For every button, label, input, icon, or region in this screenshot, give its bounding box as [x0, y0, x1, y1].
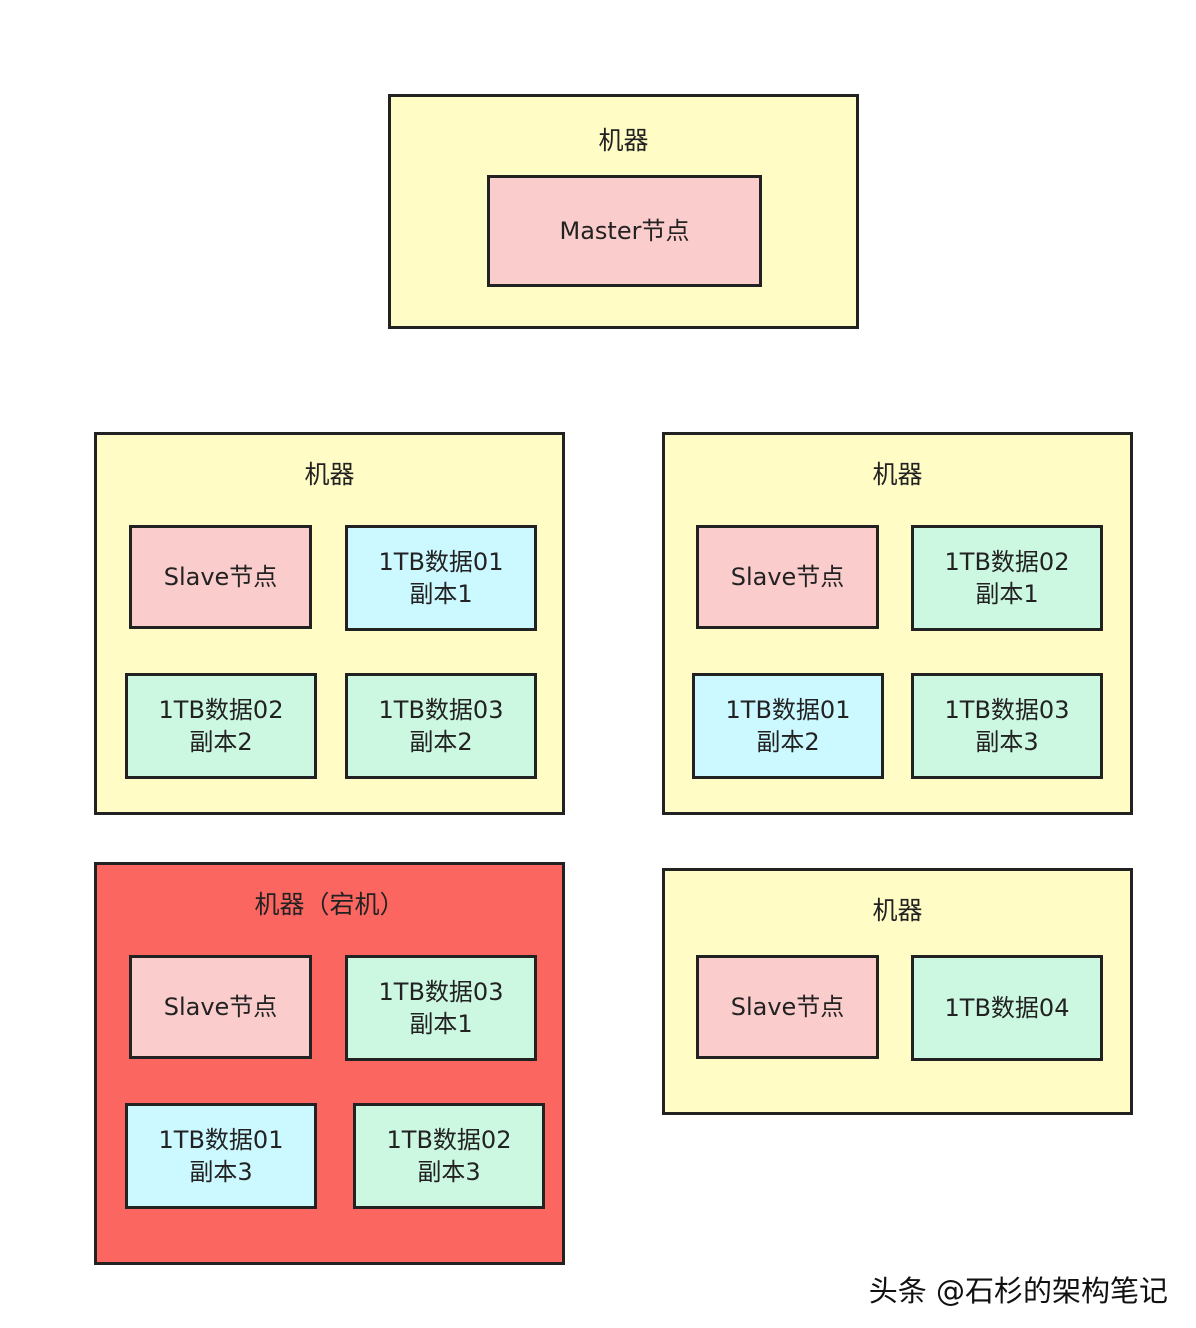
machine-title: 机器（宕机） [254, 890, 405, 919]
data-block-name: 1TB数据02 [158, 696, 284, 724]
data-block: 1TB数据02 副本1 [911, 525, 1103, 631]
replica-label: 副本2 [409, 728, 473, 756]
data-block: 1TB数据03 副本1 [345, 955, 537, 1061]
replica-label: 副本2 [189, 728, 253, 756]
slave-node: Slave节点 [129, 525, 312, 629]
machine-2: 机器 Slave节点 1TB数据02 副本1 1TB数据01 副本2 1TB数据… [662, 432, 1133, 815]
replica-label: 副本3 [417, 1158, 481, 1186]
slave-node: Slave节点 [129, 955, 312, 1059]
slave-node-label: Slave节点 [730, 993, 845, 1021]
machine-1: 机器 Slave节点 1TB数据01 副本1 1TB数据02 副本2 1TB数据… [94, 432, 565, 815]
replica-label: 副本1 [409, 1010, 473, 1038]
machine-down: 机器（宕机） Slave节点 1TB数据03 副本1 1TB数据01 副本3 1… [94, 862, 565, 1265]
data-block: 1TB数据04 [911, 955, 1103, 1061]
slave-node: Slave节点 [696, 955, 879, 1059]
master-node: Master节点 [487, 175, 762, 287]
data-block: 1TB数据03 副本3 [911, 673, 1103, 779]
replica-label: 副本1 [975, 580, 1039, 608]
data-block-name: 1TB数据01 [725, 696, 851, 724]
data-block: 1TB数据03 副本2 [345, 673, 537, 779]
slave-node: Slave节点 [696, 525, 879, 629]
replica-label: 副本1 [409, 580, 473, 608]
data-block-name: 1TB数据03 [944, 696, 1070, 724]
data-block: 1TB数据01 副本3 [125, 1103, 317, 1209]
replica-label: 副本3 [975, 728, 1039, 756]
data-block-name: 1TB数据01 [158, 1126, 284, 1154]
data-block-name: 1TB数据04 [944, 994, 1070, 1022]
slave-node-label: Slave节点 [163, 563, 278, 591]
watermark: 头条 @石杉的架构笔记 [868, 1274, 1168, 1308]
data-block: 1TB数据01 副本1 [345, 525, 537, 631]
master-machine: 机器 Master节点 [388, 94, 859, 329]
data-block-name: 1TB数据02 [386, 1126, 512, 1154]
machine-title: 机器 [872, 460, 923, 489]
machine-title: 机器 [872, 896, 923, 925]
data-block: 1TB数据02 副本3 [353, 1103, 545, 1209]
replica-label: 副本2 [756, 728, 820, 756]
data-block-name: 1TB数据03 [378, 978, 504, 1006]
data-block-name: 1TB数据01 [378, 548, 504, 576]
data-block-name: 1TB数据03 [378, 696, 504, 724]
machine-new: 机器 Slave节点 1TB数据04 [662, 868, 1133, 1115]
machine-title: 机器 [598, 126, 649, 155]
data-block: 1TB数据01 副本2 [692, 673, 884, 779]
slave-node-label: Slave节点 [730, 563, 845, 591]
master-node-label: Master节点 [559, 217, 690, 245]
slave-node-label: Slave节点 [163, 993, 278, 1021]
data-block-name: 1TB数据02 [944, 548, 1070, 576]
replica-label: 副本3 [189, 1158, 253, 1186]
data-block: 1TB数据02 副本2 [125, 673, 317, 779]
machine-title: 机器 [304, 460, 355, 489]
